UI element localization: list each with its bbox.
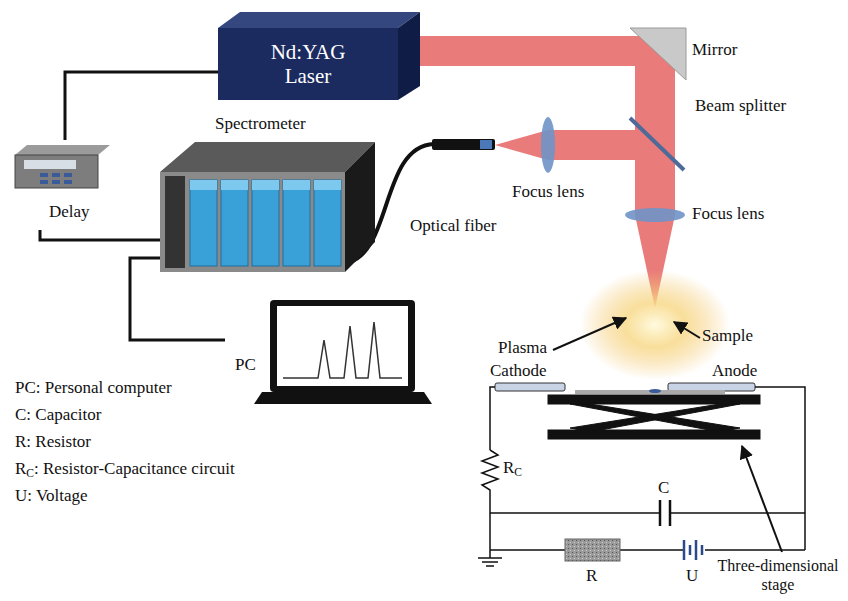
circuit-wire xyxy=(482,387,805,550)
battery-symbol xyxy=(684,540,702,560)
node-label: PC xyxy=(235,355,256,375)
signal-cable xyxy=(65,72,218,140)
leader-arrow xyxy=(553,318,626,350)
rc-resistor-symbol xyxy=(482,450,498,550)
mirror xyxy=(630,28,686,80)
legend-note: RC: Resistor-Capacitance circuit xyxy=(15,459,235,479)
capacitor-symbol xyxy=(660,500,670,526)
personal-computer: PC xyxy=(225,295,435,415)
delay-unit xyxy=(15,145,110,188)
node-label: Spectrometer xyxy=(215,114,306,134)
laser-beam xyxy=(420,36,675,308)
legend-note: C: Capacitor xyxy=(15,405,101,425)
plasma-glow xyxy=(580,270,730,380)
part-label: Mirror xyxy=(692,40,737,60)
part-label: Focus lens xyxy=(692,204,764,224)
part-label: Sample xyxy=(702,326,753,346)
sample-plate xyxy=(575,390,725,394)
ground-symbol xyxy=(478,550,502,566)
part-label: U xyxy=(686,566,698,586)
part-label: Cathode xyxy=(490,361,547,381)
signal-cable xyxy=(130,258,225,340)
beam-splitter xyxy=(630,118,684,170)
node-label: Nd:YAG Laser xyxy=(263,40,353,88)
three-dimensional-stage xyxy=(548,395,760,439)
part-label: R xyxy=(586,566,597,586)
fiber-tip xyxy=(480,140,492,149)
legend-note: U: Voltage xyxy=(15,486,88,506)
delay-unit: Delay xyxy=(15,140,115,230)
legend-note: PC: Personal computer xyxy=(15,378,172,398)
part-label: Three-dimensional stage xyxy=(712,556,844,594)
leader-arrow xyxy=(674,322,700,338)
spectrometer-body xyxy=(160,142,375,272)
spectrometer-modules xyxy=(190,180,341,266)
part-label: Plasma xyxy=(498,338,547,358)
laptop xyxy=(254,300,432,404)
legend-note: R: Resistor xyxy=(15,432,91,452)
signal-cable xyxy=(40,230,160,240)
spectrometer: Spectrometer xyxy=(160,110,375,275)
fiber-tip xyxy=(432,139,495,150)
part-label: RC xyxy=(503,458,522,478)
focus-lens xyxy=(625,208,685,222)
part-label: Focus lens xyxy=(512,182,584,202)
part-label: Optical fiber xyxy=(410,216,496,236)
node-label: Delay xyxy=(49,202,90,222)
part-label: C xyxy=(658,478,669,498)
laser-body xyxy=(218,12,420,100)
sample-spot xyxy=(649,389,661,393)
anode-rod xyxy=(668,383,755,391)
leader-arrow xyxy=(742,446,782,552)
laser-box: Nd:YAG Laser xyxy=(218,28,398,100)
part-label: Anode xyxy=(712,361,757,381)
cathode-rod xyxy=(495,383,565,391)
resistor-symbol xyxy=(565,539,620,561)
focus-lens xyxy=(541,117,555,173)
part-label: Beam splitter xyxy=(695,96,786,116)
